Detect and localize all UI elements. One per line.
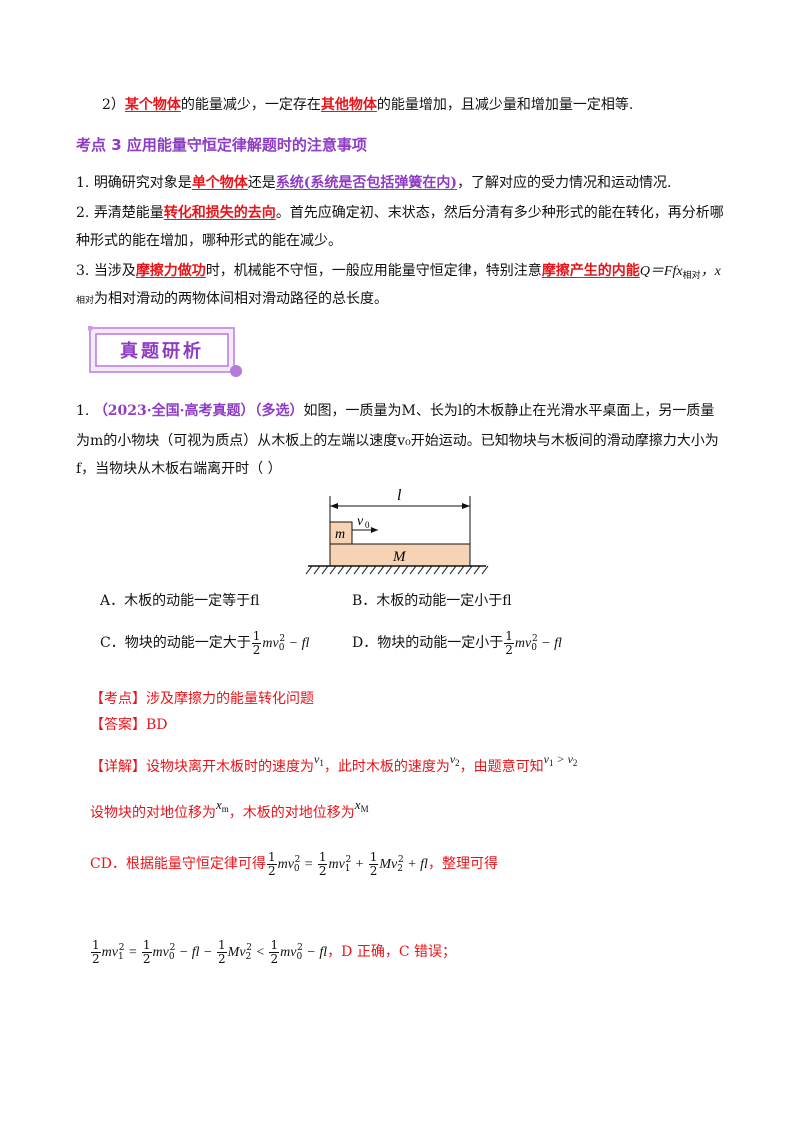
answer-line: 【答案】BD — [90, 717, 168, 733]
highlight-friction-heat: 摩擦产生的内能 — [541, 263, 640, 279]
note-3-line-2: 相对为相对滑动的两物体间相对滑动路径的总长度。 — [76, 291, 389, 307]
highlight-energy-flow: 转化和损失的去向 — [163, 205, 276, 221]
note-1: 1. 明确研究对象是单个物体还是系统(系统是否包括弹簧在内)，了解对应的受力情况… — [76, 175, 672, 191]
velocity-subscript: 0 — [365, 520, 370, 530]
heat-formula: Q＝Ffx — [639, 264, 683, 279]
xiangjie-line: 【详解】设物块离开木板时的速度为v1，此时木板的速度为v2，由题意可知v1 > … — [90, 752, 578, 775]
question-source: （2023·全国·高考真题） — [93, 403, 255, 419]
banner-frame — [87, 325, 242, 377]
note-3: 3. 当涉及摩擦力做功时，机械能不守恒，一般应用能量守恒定律，特别注意摩擦产生的… — [76, 263, 721, 281]
option-a[interactable]: A．木板的动能一定等于fl — [100, 593, 260, 609]
block-label: m — [335, 527, 345, 542]
highlight-single-body: 单个物体 — [191, 175, 248, 191]
kaodian-line: 【考点】涉及摩擦力的能量转化问题 — [90, 691, 314, 707]
highlight-other-object: 其他物体 — [320, 97, 377, 113]
option-b[interactable]: B．木板的动能一定小于fl — [352, 593, 512, 609]
note-2-line-2: 种形式的能在增加，哪种形式的能在减少。 — [76, 233, 342, 249]
note-2: 2. 弄清楚能量转化和损失的去向。首先应确定初、末状态，然后分清有多少种形式的能… — [76, 205, 724, 221]
question-line-3: f，当物块从木板右端离开时（ ） — [76, 461, 282, 477]
highlight-system: 系统(系统是否包括弹簧在内) — [275, 175, 458, 191]
highlight-friction-work: 摩擦力做功 — [135, 263, 206, 279]
velocity-label: v — [357, 514, 364, 529]
displacement-line: 设物块的对地位移为xm，木板的对地位移为xM — [90, 797, 369, 821]
question-line-1: 1. （2023·全国·高考真题）（多选）如图，一质量为M、长为l的木板静止在光… — [76, 403, 715, 419]
banner-label: 真题研析 — [120, 341, 204, 362]
board-label: M — [392, 549, 407, 565]
question-kind: （多选） — [254, 403, 304, 419]
length-label: l — [397, 487, 402, 504]
section-banner: 真题研析 — [87, 325, 242, 377]
question-line-2: 为m的小物块（可视为质点）从木板上的左端以速度v₀开始运动。已知物块与木板间的滑… — [76, 433, 719, 449]
highlight-single-object: 某个物体 — [124, 97, 181, 113]
point-2-line: 2）某个物体的能量减少，一定存在其他物体的能量增加，且减少量和增加量一定相等. — [102, 97, 634, 113]
section-3-title: 考点 3 应用能量守恒定律解题时的注意事项 — [76, 136, 367, 154]
board-block-figure: l m v 0 M — [305, 487, 489, 575]
